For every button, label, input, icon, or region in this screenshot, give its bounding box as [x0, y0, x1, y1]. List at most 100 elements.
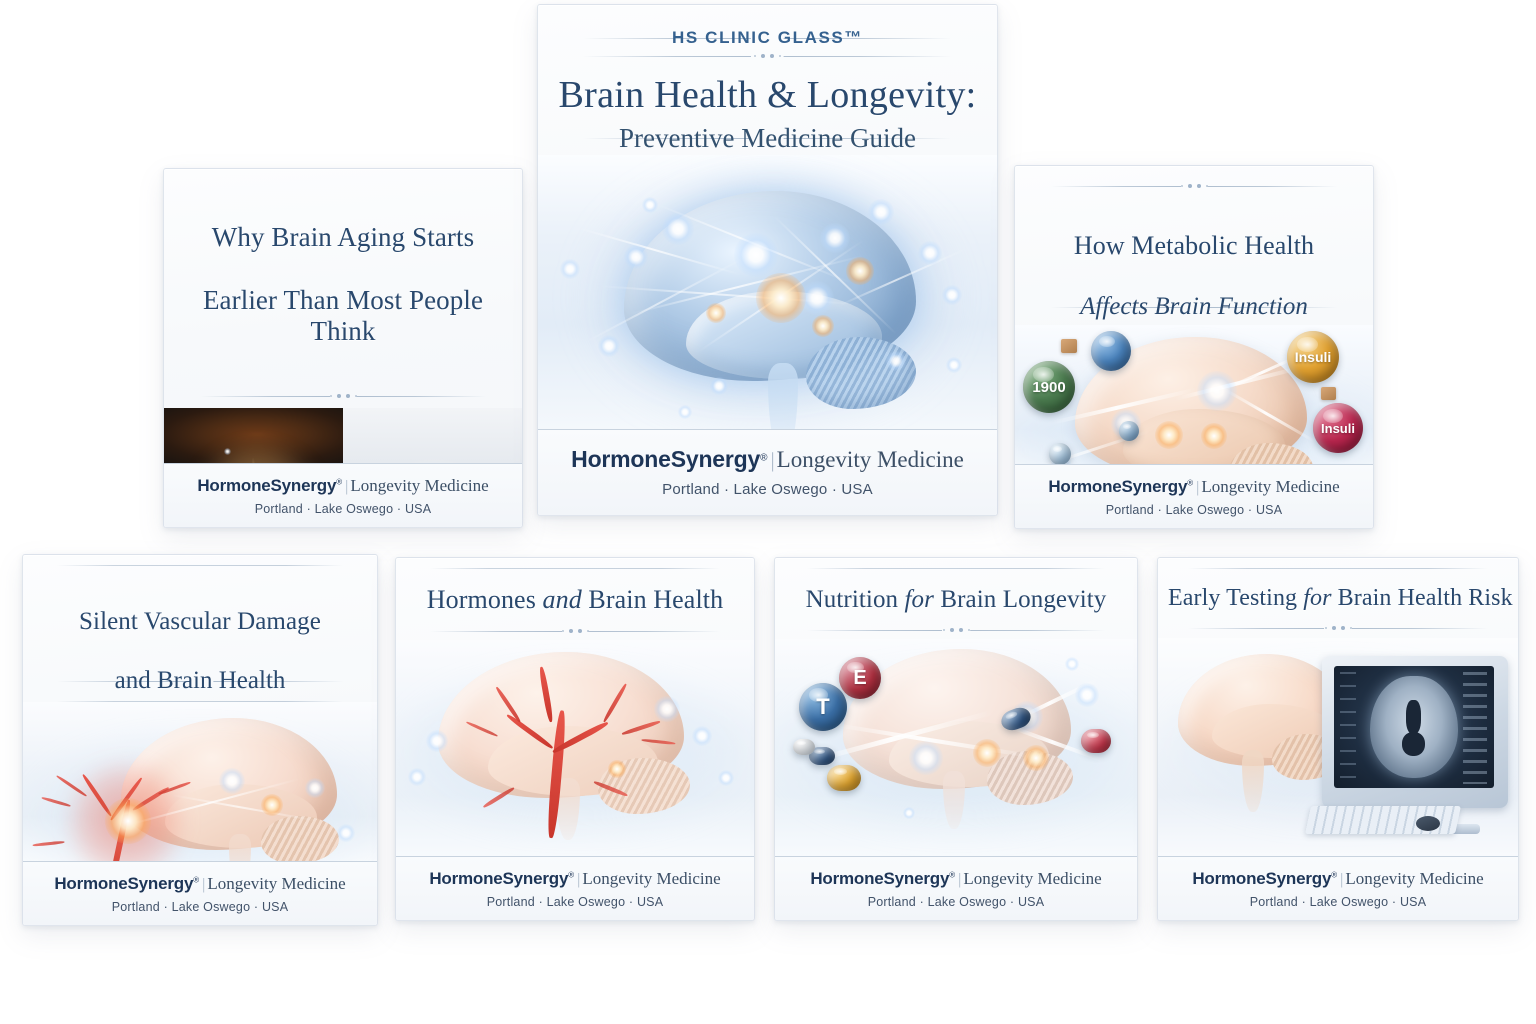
nutrient-capsule-gold — [827, 765, 861, 791]
card-hormones-brain[interactable]: Hormones and Brain Health — [395, 557, 755, 921]
card-footer: HormoneSynergy®|Longevity Medicine Portl… — [1015, 464, 1373, 528]
dot-ornament-icon — [1318, 626, 1359, 631]
neural-node — [219, 768, 245, 794]
card-header: Early Testing for Brain Health Risk — [1158, 558, 1518, 634]
neural-node — [734, 233, 778, 278]
brand-locations: Portland · Lake Oswego · USA — [111, 900, 289, 914]
hero-subtitle-row: Preventive Medicine Guide — [558, 121, 977, 155]
neural-node — [692, 726, 712, 747]
brand-tagline: Longevity Medicine — [350, 476, 489, 495]
nutrient-capsule-red — [1081, 729, 1111, 753]
dust-spark — [224, 447, 231, 455]
brand-name: HormoneSynergy — [197, 476, 337, 495]
illustration-split-neuron — [164, 407, 522, 463]
card-metabolic-health[interactable]: How Metabolic Health Affects Brain Funct… — [1014, 165, 1374, 529]
registered-mark: ® — [336, 477, 343, 487]
card-title: How Metabolic Health — [1031, 201, 1357, 291]
top-hairline — [1188, 568, 1488, 569]
card-title-part-1: Hormones — [426, 585, 543, 614]
pathway-node-warm — [1023, 745, 1049, 771]
card-early-testing[interactable]: Early Testing for Brain Health Risk — [1157, 557, 1519, 921]
brand-name: HormoneSynergy — [429, 869, 569, 888]
scan-readout-strip — [1340, 671, 1356, 784]
card-title: Early Testing for Brain Health Risk — [1168, 585, 1513, 613]
neural-node — [918, 241, 942, 266]
card-title: Why Brain Aging Starts Earlier Than Most… — [180, 191, 506, 379]
card-nutrition-longevity[interactable]: Nutrition for Brain Longevity — [774, 557, 1138, 921]
card-vascular-damage[interactable]: Silent Vascular Damage and Brain Health — [22, 554, 378, 926]
dot-ornament-icon — [323, 394, 364, 399]
brand-divider: | — [577, 871, 581, 888]
neural-node — [678, 405, 692, 420]
card-brain-aging[interactable]: Why Brain Aging Starts Earlier Than Most… — [163, 168, 523, 528]
molecule-label: 1900 — [1032, 378, 1066, 396]
nutrient-sphere-testosterone: T — [799, 683, 847, 731]
molecule-sphere-glucose: 1900 — [1023, 361, 1075, 414]
title-ornament — [1168, 623, 1508, 634]
neural-node — [598, 335, 620, 358]
illustration-metabolic-brain: 1900 Insuli Insuli — [1015, 325, 1373, 464]
registered-mark: ® — [760, 452, 768, 464]
eyebrow-ornament — [558, 51, 977, 61]
card-title-line-2: Affects Brain Function — [1080, 293, 1308, 321]
neural-node — [800, 281, 834, 316]
card-title-line-1: How Metabolic Health — [1073, 231, 1315, 261]
dust-spark — [1065, 657, 1079, 671]
card-footer: HormoneSynergy®|Longevity Medicine Portl… — [396, 856, 754, 920]
brand-locations: Portland · Lake Oswego · USA — [662, 481, 873, 498]
neural-node-warm — [608, 760, 626, 779]
neural-node — [662, 213, 694, 246]
brand-divider: | — [958, 871, 962, 888]
title-ornament — [1031, 180, 1357, 191]
dot-ornament-icon — [555, 628, 596, 633]
pathway-node-warm — [1201, 423, 1227, 450]
card-title-part-2: Brain Health — [581, 585, 724, 614]
pathway-node — [1075, 683, 1099, 707]
neural-node — [718, 770, 734, 787]
nutrient-label: T — [816, 694, 830, 719]
card-title-line-1: Why Brain Aging Starts — [211, 222, 475, 253]
vascular-branch — [41, 796, 71, 808]
neural-node — [408, 768, 426, 787]
brand-lockup: HormoneSynergy®|Longevity Medicine — [31, 874, 369, 894]
card-title: Hormones and Brain Health — [410, 585, 740, 615]
hero-title: Brain Health & Longevity: — [558, 74, 977, 116]
card-title-part-1: Nutrition — [805, 586, 905, 613]
card-title-line-2: and Brain Health — [114, 667, 286, 694]
neural-node-warm — [846, 257, 874, 286]
molecule-sphere-insulin-gold: Insuli — [1287, 331, 1339, 384]
card-title-part-1: Early Testing — [1168, 585, 1304, 611]
sugar-cube-icon — [1061, 339, 1077, 354]
brand-lockup: HormoneSynergy®|Longevity Medicine — [1166, 869, 1510, 889]
hero-subtitle: Preventive Medicine Guide — [619, 122, 916, 153]
brand-lockup: HormoneSynergy®|Longevity Medicine — [546, 446, 989, 473]
card-title-line-2: Earlier Than Most People Think — [202, 284, 484, 347]
neural-node — [426, 730, 448, 753]
neural-node — [946, 357, 962, 374]
brand-tagline: Longevity Medicine — [776, 447, 964, 472]
molecule-sphere-small — [1119, 421, 1139, 442]
card-title-italic: for — [904, 586, 934, 613]
hero-footer: HormoneSynergy®|Longevity Medicine Portl… — [538, 429, 997, 515]
title-second-line-row: and Brain Health — [37, 665, 363, 697]
registered-mark: ® — [1331, 870, 1338, 880]
card-title-italic: for — [1303, 585, 1332, 611]
illustration-hormone-brain — [396, 640, 754, 856]
registered-mark: ® — [193, 875, 200, 885]
neural-node — [820, 223, 850, 254]
molecule-label: Insuli — [1294, 349, 1332, 366]
brain-stem — [768, 363, 798, 429]
brain-stem — [943, 771, 965, 829]
dot-ornament-icon — [747, 54, 788, 58]
brain-cerebellum — [261, 816, 339, 861]
title-ornament — [410, 625, 740, 636]
brand-locations: Portland · Lake Oswego · USA — [254, 502, 432, 516]
brand-name: HormoneSynergy — [1048, 477, 1188, 496]
neural-node — [868, 199, 894, 226]
neuron-panel-active — [164, 407, 343, 463]
card-header: Why Brain Aging Starts Earlier Than Most… — [164, 169, 522, 402]
neural-node-warm — [706, 303, 726, 324]
card-hero-brain-health-longevity[interactable]: HS CLINIC GLASS™ Brain Health & Longevit… — [537, 4, 998, 516]
nutrient-label: E — [853, 667, 867, 689]
